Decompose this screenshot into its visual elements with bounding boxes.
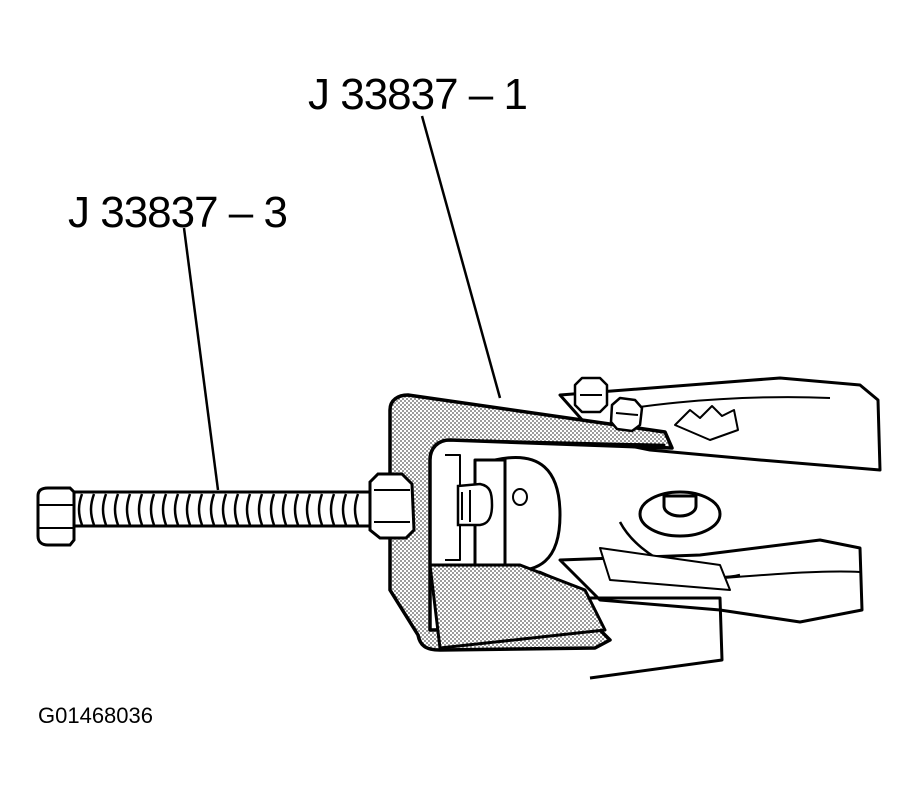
forcing-screw bbox=[36, 472, 494, 547]
figure-id: G01468036 bbox=[38, 703, 153, 728]
leader-lines bbox=[182, 115, 502, 491]
leader-line-tool-body bbox=[420, 115, 502, 399]
callout-tool-body: J 33837 – 1 bbox=[308, 70, 528, 119]
leader-line-forcing-screw bbox=[182, 227, 220, 491]
tool-body-frame bbox=[388, 376, 674, 652]
callout-forcing-screw: J 33837 – 3 bbox=[68, 188, 288, 237]
